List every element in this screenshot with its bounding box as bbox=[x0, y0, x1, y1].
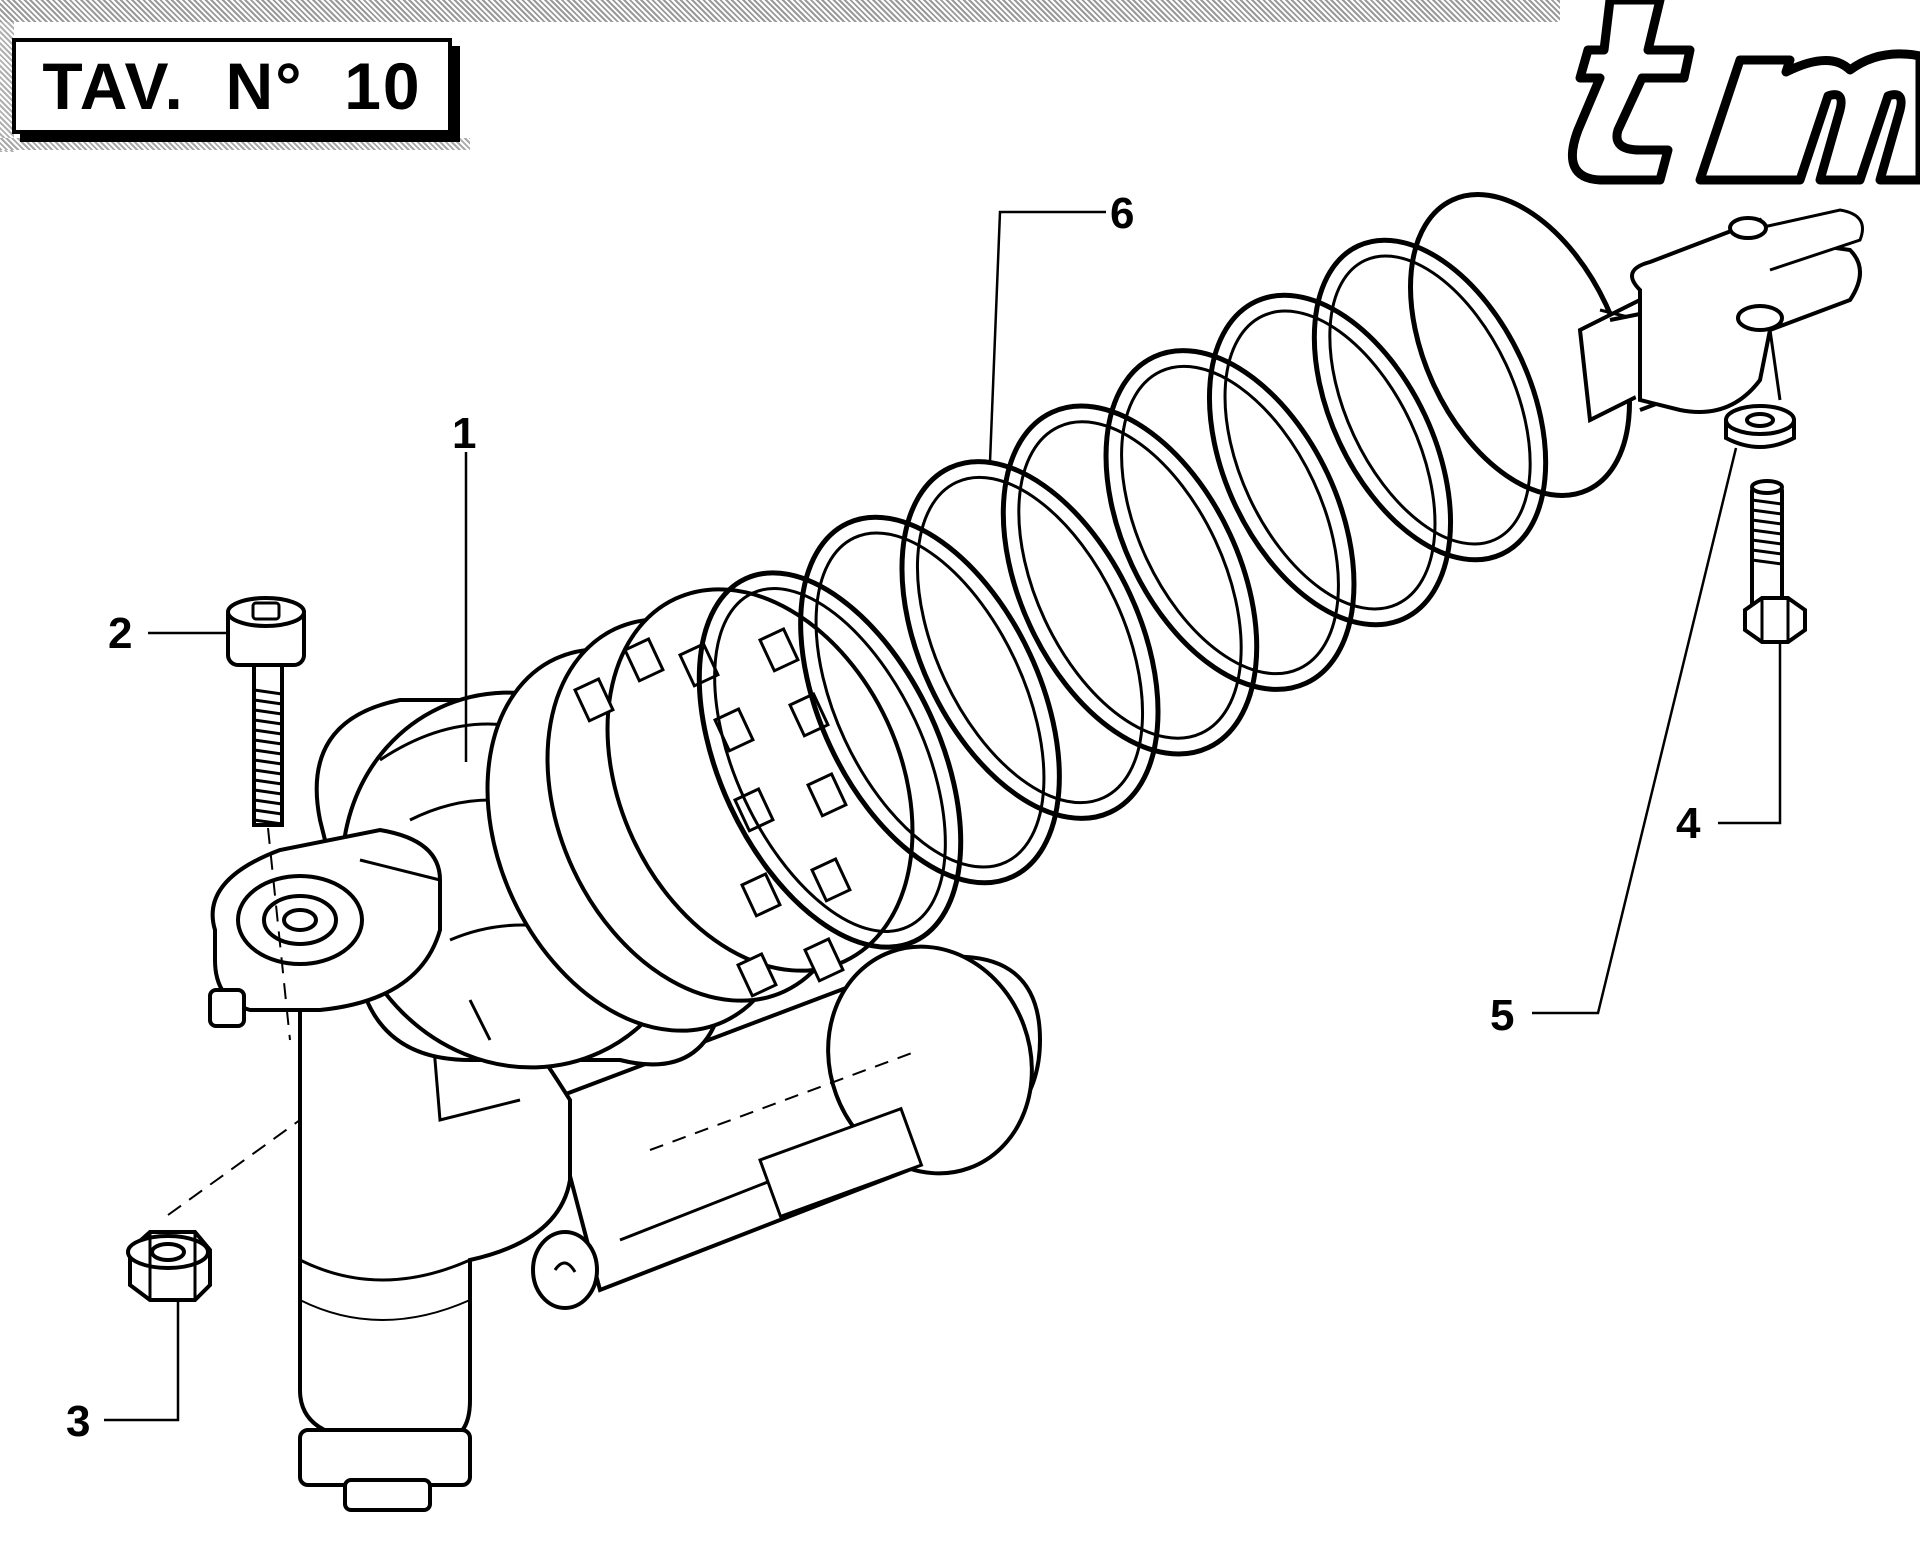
gas-reservoir-canister bbox=[547, 944, 1043, 1293]
leader-line-5 bbox=[1532, 447, 1738, 1015]
callout-4: 4 bbox=[1676, 799, 1701, 848]
callout-5: 5 bbox=[1490, 991, 1514, 1040]
leader-line-4 bbox=[1718, 642, 1782, 825]
callout-3: 3 bbox=[66, 1397, 90, 1446]
leader-lines bbox=[104, 210, 1782, 1422]
lock-nut bbox=[126, 1119, 301, 1302]
lower-bolt bbox=[1743, 479, 1807, 644]
coil-spring bbox=[696, 192, 1632, 950]
upper-mounting-eye bbox=[208, 827, 442, 1028]
brand-logo bbox=[1567, 0, 1920, 185]
washer bbox=[1724, 404, 1796, 449]
header-hatch-band bbox=[0, 0, 1560, 22]
title-hatch-band bbox=[0, 138, 470, 150]
lower-clevis-mount bbox=[1577, 208, 1864, 424]
damper-body-housing bbox=[298, 998, 599, 1512]
preload-adjuster-rings bbox=[485, 587, 915, 1033]
table-title-plate: TAV. N° 10 bbox=[12, 38, 452, 134]
callout-6: 6 bbox=[1110, 189, 1134, 238]
upper-bolt bbox=[226, 596, 306, 1041]
callout-2: 2 bbox=[108, 609, 132, 658]
callout-1: 1 bbox=[452, 409, 476, 458]
leader-line-6 bbox=[988, 210, 1106, 463]
table-title: TAV. N° 10 bbox=[42, 49, 422, 123]
leader-line-3 bbox=[104, 1300, 180, 1422]
side-hatch-band bbox=[0, 22, 14, 152]
